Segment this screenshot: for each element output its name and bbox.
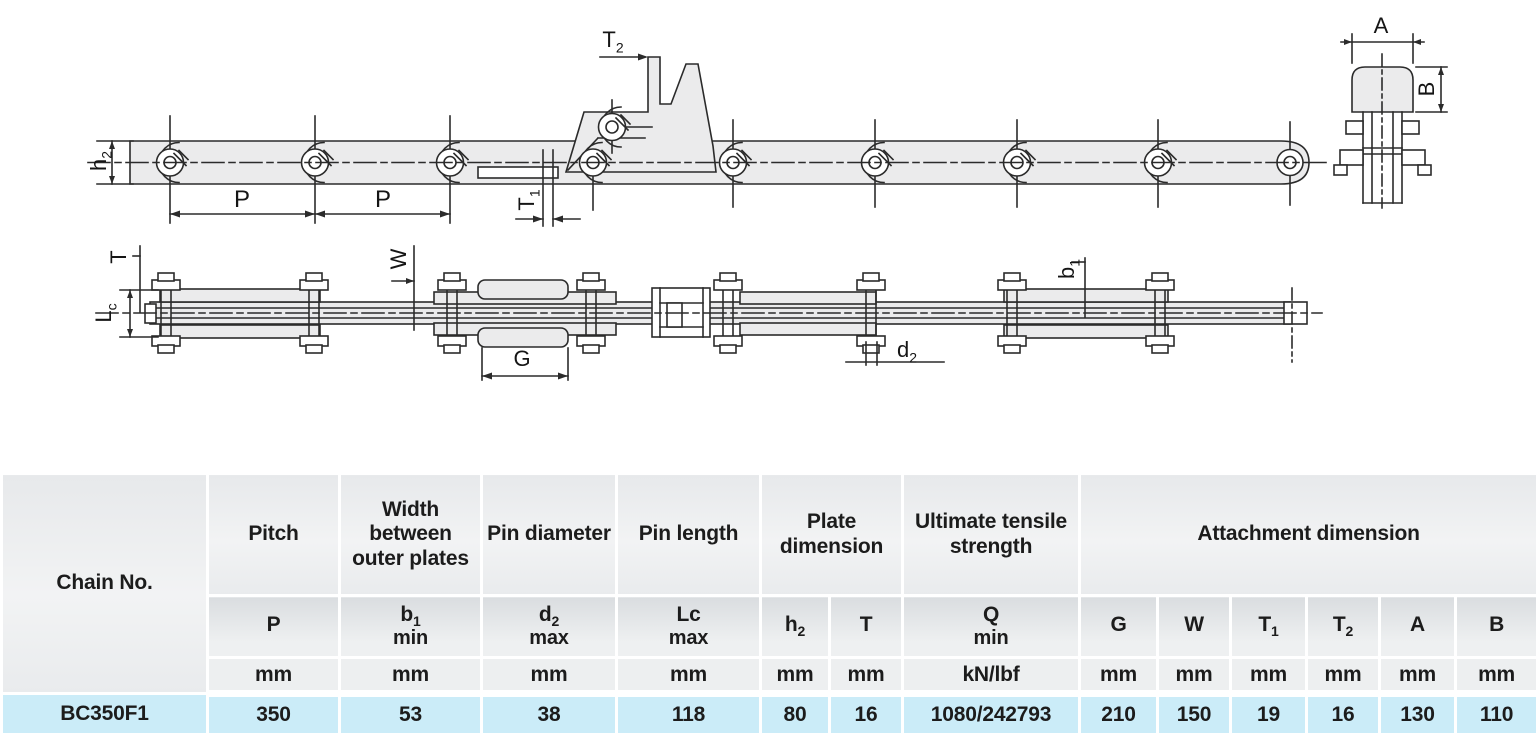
- symbol-W: W: [1156, 594, 1233, 659]
- dim-label-p-left: P: [233, 186, 251, 213]
- unit-cell: mm: [206, 656, 341, 697]
- symbol-T1: T1: [1229, 594, 1309, 659]
- value-pitch: 350: [206, 692, 341, 736]
- dim-label-p-right: P: [374, 186, 392, 213]
- group-pin-diameter: Pin diameter: [480, 472, 618, 597]
- dim-label-b1: b1: [1054, 258, 1083, 280]
- symbol-P: P: [206, 594, 341, 659]
- group-plate-dimension: Plate dimension: [758, 472, 905, 597]
- header-units-row: mm mm mm mm mm mm kN/lbf mm mm mm mm mm …: [2, 656, 1536, 697]
- unit-cell: kN/lbf: [901, 656, 1082, 697]
- value-h2: 80: [759, 692, 831, 736]
- value-d2: 38: [480, 692, 618, 736]
- unit-cell: mm: [1229, 656, 1309, 697]
- dim-label-t: T: [106, 250, 131, 264]
- unit-cell: mm: [1156, 656, 1233, 697]
- dim-label-w: W: [386, 248, 411, 270]
- value-w: 150: [1156, 692, 1233, 736]
- unit-cell: mm: [1078, 656, 1160, 697]
- symbol-T: T: [827, 594, 905, 659]
- header-group-row: Chain No. Pitch Width between outer plat…: [0, 472, 1536, 695]
- unit-cell: mm: [338, 656, 483, 697]
- value-g: 210: [1078, 692, 1160, 736]
- dim-label-a: A: [1373, 13, 1389, 38]
- chain-no-header: Chain No.: [0, 472, 209, 695]
- group-pin-length: Pin length: [615, 472, 762, 597]
- value-a: 130: [1378, 692, 1458, 736]
- group-attachment-dimension: Attachment dimension: [1078, 472, 1536, 597]
- spec-table: Chain No. Pitch Width between outer plat…: [0, 472, 1536, 736]
- unit-cell: mm: [1378, 656, 1458, 697]
- side-view-drawing: [87, 53, 1331, 227]
- symbol-T2: T2: [1305, 594, 1382, 659]
- symbol-B: B: [1454, 594, 1536, 659]
- dim-label-g: G: [513, 346, 531, 371]
- table-row: BC350F1 350 53 38 118 80 16 1080/242793 …: [0, 692, 1536, 736]
- dim-label-lc: Lc: [91, 303, 120, 323]
- symbol-A: A: [1378, 594, 1458, 659]
- chain-no-value: BC350F1: [0, 692, 209, 736]
- chain-drawing-svg: [87, 33, 1448, 381]
- unit-cell: mm: [1454, 656, 1536, 697]
- unit-cell: mm: [1305, 656, 1382, 697]
- unit-cell: mm: [480, 656, 618, 697]
- value-t2: 16: [1305, 692, 1382, 736]
- value-b: 110: [1454, 692, 1536, 736]
- dim-label-d2: d2: [896, 337, 918, 366]
- value-lc: 118: [615, 692, 762, 736]
- dim-label-t1: T1: [514, 189, 543, 211]
- symbol-G: G: [1078, 594, 1160, 659]
- unit-cell: mm: [827, 656, 905, 697]
- technical-drawing: h2 P P T1 T2 A B T Lc W G b1 d2: [86, 13, 1448, 381]
- value-t: 16: [827, 692, 905, 736]
- value-q: 1080/242793: [901, 692, 1082, 736]
- group-pitch: Pitch: [206, 472, 341, 597]
- dim-label-t2: T2: [602, 27, 624, 56]
- dim-label-b: B: [1414, 81, 1439, 97]
- end-view-drawing: [1333, 33, 1448, 209]
- plan-view-drawing: [95, 245, 1323, 381]
- value-t1: 19: [1229, 692, 1309, 736]
- unit-cell: mm: [615, 656, 762, 697]
- unit-cell: mm: [759, 656, 831, 697]
- dim-label-h2: h2: [86, 150, 115, 172]
- group-width-between-outer-plates: Width between outer plates: [338, 472, 483, 597]
- value-b1: 53: [338, 692, 483, 736]
- symbol-h2: h2: [759, 594, 831, 659]
- group-ultimate-tensile-strength: Ultimate tensile strength: [901, 472, 1082, 597]
